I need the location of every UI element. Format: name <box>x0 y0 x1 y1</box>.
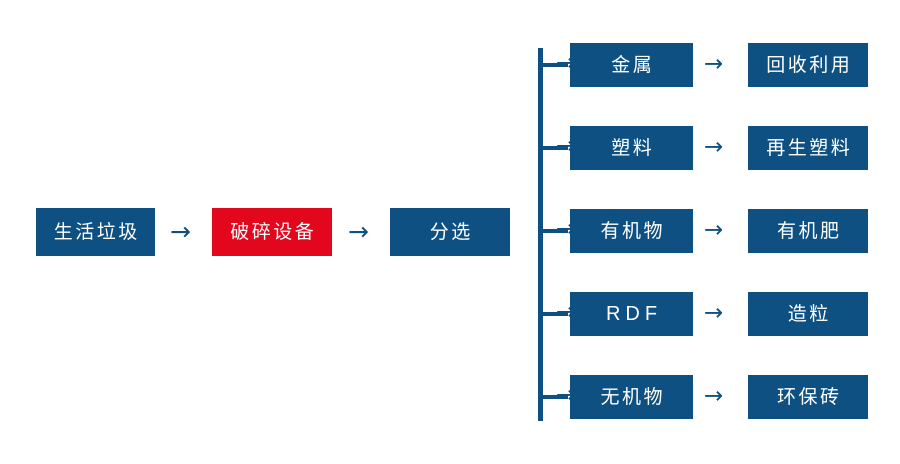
node-product-4[interactable]: 造粒 <box>748 292 868 336</box>
branch-stub-line-3 <box>538 229 568 233</box>
node-material-4[interactable]: RDF <box>570 292 693 336</box>
node-crushing-equipment[interactable]: 破碎设备 <box>212 208 332 256</box>
node-material-5[interactable]: 无机物 <box>570 375 693 419</box>
branch-stub-line-4 <box>538 312 568 316</box>
arrow-right-icon-waste-to-crusher: → <box>170 217 191 246</box>
branch-stub-line-1 <box>538 63 568 67</box>
node-domestic-waste[interactable]: 生活垃圾 <box>36 208 155 256</box>
arrow-right-icon-material-1-to-product-1: → <box>704 51 724 77</box>
node-material-2[interactable]: 塑料 <box>570 126 693 170</box>
branch-stub-line-2 <box>538 146 568 150</box>
arrow-right-icon-material-3-to-product-3: → <box>704 217 724 243</box>
arrow-right-icon-material-4-to-product-4: → <box>704 300 724 326</box>
branch-stub-line-5 <box>538 395 568 399</box>
node-material-3[interactable]: 有机物 <box>570 209 693 253</box>
node-product-3[interactable]: 有机肥 <box>748 209 868 253</box>
node-product-2[interactable]: 再生塑料 <box>748 126 868 170</box>
arrow-right-icon-crusher-to-sorting: → <box>348 217 369 246</box>
arrow-right-icon-material-2-to-product-2: → <box>704 134 724 160</box>
node-material-1[interactable]: 金属 <box>570 43 693 87</box>
node-product-5[interactable]: 环保砖 <box>748 375 868 419</box>
node-product-1[interactable]: 回收利用 <box>748 43 868 87</box>
node-sorting[interactable]: 分选 <box>390 208 510 256</box>
branch-trunk-line <box>538 48 543 421</box>
arrow-right-icon-material-5-to-product-5: → <box>704 383 724 409</box>
